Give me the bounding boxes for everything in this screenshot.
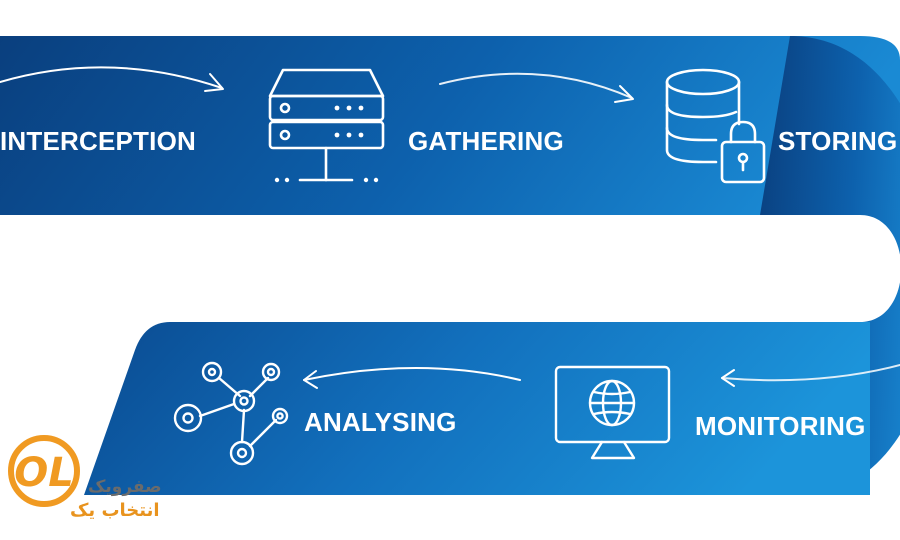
- flow-band-top: [0, 36, 900, 215]
- flow-band-bottom: [84, 322, 870, 495]
- stage-label-gathering: GATHERING: [408, 126, 564, 156]
- network-nodes-icon: [173, 361, 289, 466]
- arrow-storing-to-monitoring: [721, 364, 900, 382]
- database-lock-icon: [665, 68, 766, 184]
- arrow-monitoring-to-analysing: [303, 367, 521, 381]
- stage-label-monitoring: MONITORING: [695, 411, 866, 441]
- stage-label-interception: INTERCEPTION: [0, 126, 196, 156]
- monitor-globe-icon: [554, 365, 671, 460]
- svg-text:OL: OL: [14, 450, 74, 496]
- arrow-gathering-to-storing: [439, 72, 633, 99]
- stage-label-storing: STORING: [778, 126, 898, 156]
- brand-logo-icon: OL: [8, 435, 80, 507]
- arrow-gathering-to-storing-head: [614, 85, 634, 103]
- arrow-monitoring-to-analysing-head: [303, 370, 318, 389]
- server-icon: [268, 68, 385, 183]
- stage-label-analysing: ANALYSING: [304, 407, 457, 437]
- arrow-interception-to-gathering-head: [204, 73, 224, 92]
- brand-name-line1: صفرویک: [88, 477, 162, 497]
- arrow-interception-to-gathering: [0, 66, 223, 89]
- arrow-storing-to-monitoring-head: [721, 369, 735, 387]
- brand-name-line2: انتخاب یک: [70, 500, 160, 521]
- flow-band-gap: [0, 215, 897, 322]
